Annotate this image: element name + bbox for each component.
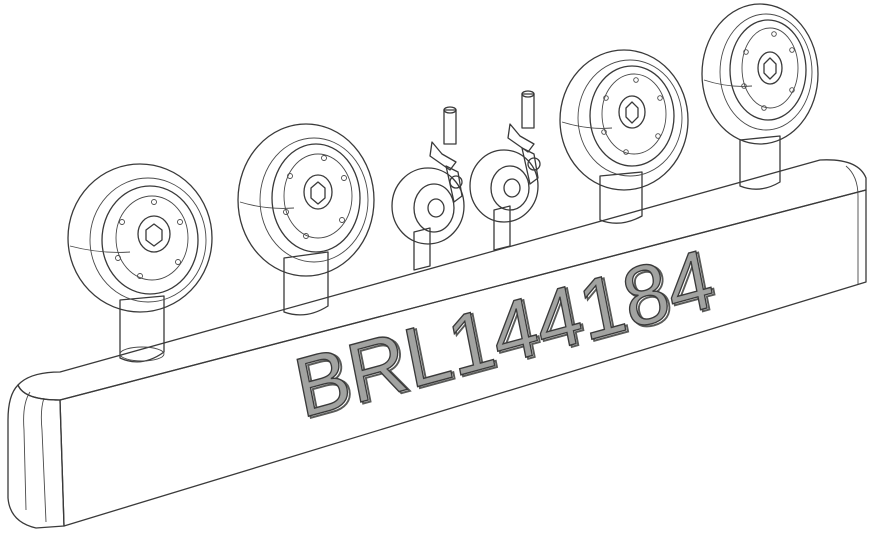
tail-wheel-2 <box>469 90 541 223</box>
stem-main-3 <box>599 171 643 224</box>
main-wheel-3 <box>559 49 689 191</box>
tail-wheel-1 <box>391 106 465 245</box>
sprue-bar <box>7 159 867 529</box>
stem-tail-1 <box>413 227 431 271</box>
sprue-label-group: BRL144184 BRL144184 <box>287 230 724 438</box>
sprue-end-face <box>7 384 65 529</box>
stem-main-1 <box>119 295 165 363</box>
stem-main-2 <box>283 251 329 316</box>
sprue-label: BRL144184 <box>287 231 720 436</box>
stem-tail-2 <box>493 205 511 251</box>
main-wheel-4 <box>701 3 819 145</box>
main-wheel-1 <box>67 163 213 313</box>
stem-main-4 <box>739 135 781 190</box>
main-wheel-2 <box>237 123 375 277</box>
